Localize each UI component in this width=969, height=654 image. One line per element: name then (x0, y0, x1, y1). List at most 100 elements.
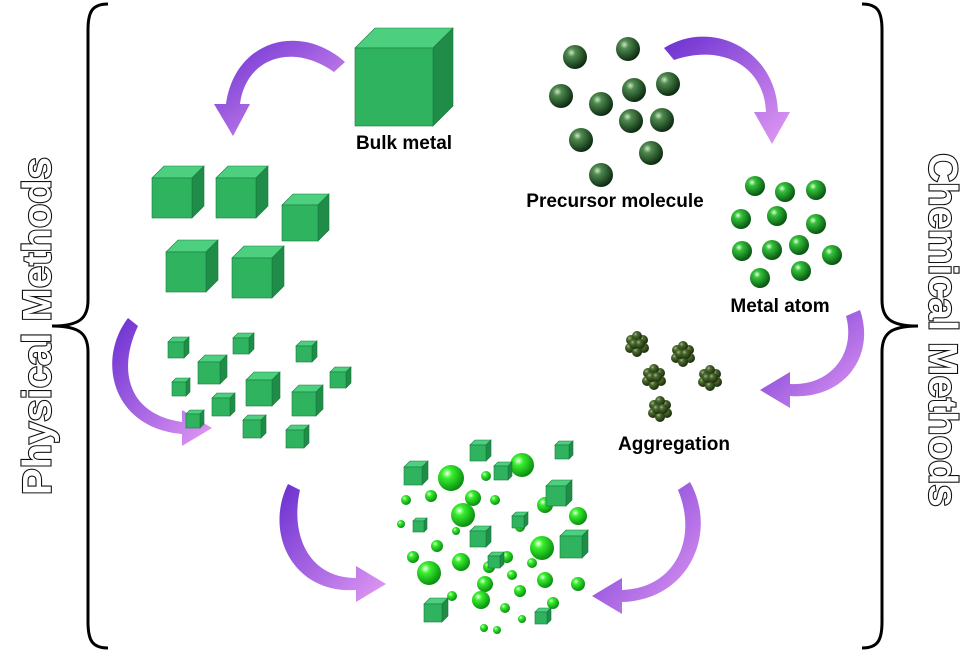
precursor-sphere (619, 109, 643, 133)
nanoparticle-sphere (571, 577, 585, 591)
large-cube (281, 193, 330, 242)
aggregate-cluster (648, 396, 672, 422)
aggregate-cluster (642, 364, 666, 390)
nanoparticle-sphere (451, 503, 475, 527)
small-cube (295, 340, 318, 363)
nanoparticle-sphere (480, 624, 488, 632)
nanoparticle-sphere (401, 495, 411, 505)
nanoparticle-sphere (452, 553, 470, 571)
nanoparticle-cube (559, 529, 589, 559)
nanoparticle-cube (423, 597, 449, 623)
precursor-sphere (563, 45, 587, 69)
nanoparticle-sphere (452, 527, 460, 535)
bulk-cube (354, 27, 454, 127)
nanoparticle-sphere (500, 603, 510, 613)
bulk-metal-cube (354, 27, 454, 127)
precursor-molecule-label: Precursor molecule (526, 191, 703, 212)
metal-atom-sphere (775, 182, 795, 202)
nanoparticle-sphere (569, 507, 587, 525)
small-cube (185, 409, 205, 429)
nanoparticle-cube (534, 607, 552, 625)
small-cube (171, 377, 191, 397)
large-cube (165, 239, 219, 293)
precursor-molecules (549, 37, 680, 187)
nanoparticle-cube (403, 460, 429, 486)
nanoparticle-sphere (493, 626, 501, 634)
metal-atom-sphere (767, 206, 787, 226)
small-cube (232, 332, 255, 355)
large-cube (231, 245, 285, 299)
nanoparticle-sphere (481, 471, 491, 481)
nanoparticle-sphere (537, 572, 553, 588)
precursor-sphere (656, 72, 680, 96)
nanoparticle-sphere (425, 490, 437, 502)
nanoparticle-sphere (477, 576, 493, 592)
metal-atom-sphere (750, 268, 770, 288)
arrow-aggregation-to-nanoparticles (592, 482, 701, 614)
arrow-metal-atom-to-aggregation (760, 310, 865, 408)
metal-atoms (731, 176, 842, 288)
precursor-sphere (639, 141, 663, 165)
precursor-sphere (569, 128, 593, 152)
aggregate-cluster (698, 365, 722, 391)
nanoparticle-sphere (438, 465, 464, 491)
metal-atom-sphere (745, 176, 765, 196)
bulk-metal-label: Bulk metal (356, 133, 452, 154)
nanoparticle-sphere (407, 551, 419, 563)
nanoparticle-cube (469, 439, 492, 462)
nanoparticle-sphere (417, 561, 441, 585)
metal-atom-sphere (806, 180, 826, 200)
aggregation-label: Aggregation (618, 434, 730, 455)
precursor-sphere (589, 163, 613, 187)
nanoparticle-sphere (527, 558, 537, 568)
nanoparticle-cube (412, 517, 428, 533)
metal-atom-sphere (822, 245, 842, 265)
arrow-small-cubes-to-nanoparticles (279, 484, 386, 602)
arrow-precursor-to-metal-atom (664, 36, 790, 144)
metal-atom-sphere (791, 261, 811, 281)
nanoparticle-sphere (490, 495, 500, 505)
nanoparticle-cube (511, 511, 529, 529)
nanoparticle-cube (545, 479, 573, 507)
nanoparticle-sphere (514, 585, 526, 597)
small-cube (245, 371, 281, 407)
nanoparticle-cube (554, 440, 574, 460)
nanoparticle-sphere (397, 520, 405, 528)
nanoparticle-sphere (447, 591, 457, 601)
large-cube (215, 165, 269, 219)
nanoparticle-sphere (465, 490, 481, 506)
precursor-sphere (589, 92, 613, 116)
nanoparticle-sphere (547, 597, 559, 609)
small-cube (329, 366, 352, 389)
nanoparticle-sphere (530, 536, 554, 560)
nanoparticle-sphere (507, 570, 517, 580)
nanoparticle-sphere (518, 615, 526, 623)
small-cube (167, 336, 190, 359)
precursor-sphere (549, 84, 573, 108)
precursor-sphere (622, 78, 646, 102)
small-cube (197, 354, 228, 385)
precursor-sphere (650, 108, 674, 132)
metal-atom-sphere (762, 240, 782, 260)
small-cube (285, 424, 310, 449)
physical-methods-label: Physical Methods (16, 157, 60, 495)
metal-atom-sphere (806, 214, 826, 234)
chemical-methods-label: Chemical Methods (920, 153, 964, 506)
metal-atom-sphere (731, 209, 751, 229)
nanoparticle-cube (487, 551, 505, 569)
aggregation-clusters (625, 331, 722, 422)
nanoparticles-mixture (397, 439, 589, 634)
nanoparticle-sphere (431, 540, 443, 552)
small-cube (211, 392, 236, 417)
precursor-sphere (616, 37, 640, 61)
right-brace (861, 2, 919, 650)
aggregate-cluster (625, 331, 649, 357)
nanoparticle-cube (469, 525, 492, 548)
arrow-bulk-to-large-cubes (214, 40, 345, 136)
large-metal-cubes (151, 165, 330, 299)
nanoparticle-sphere (510, 453, 534, 477)
aggregate-cluster (671, 341, 695, 367)
large-cube (151, 165, 205, 219)
small-cube (291, 384, 324, 417)
